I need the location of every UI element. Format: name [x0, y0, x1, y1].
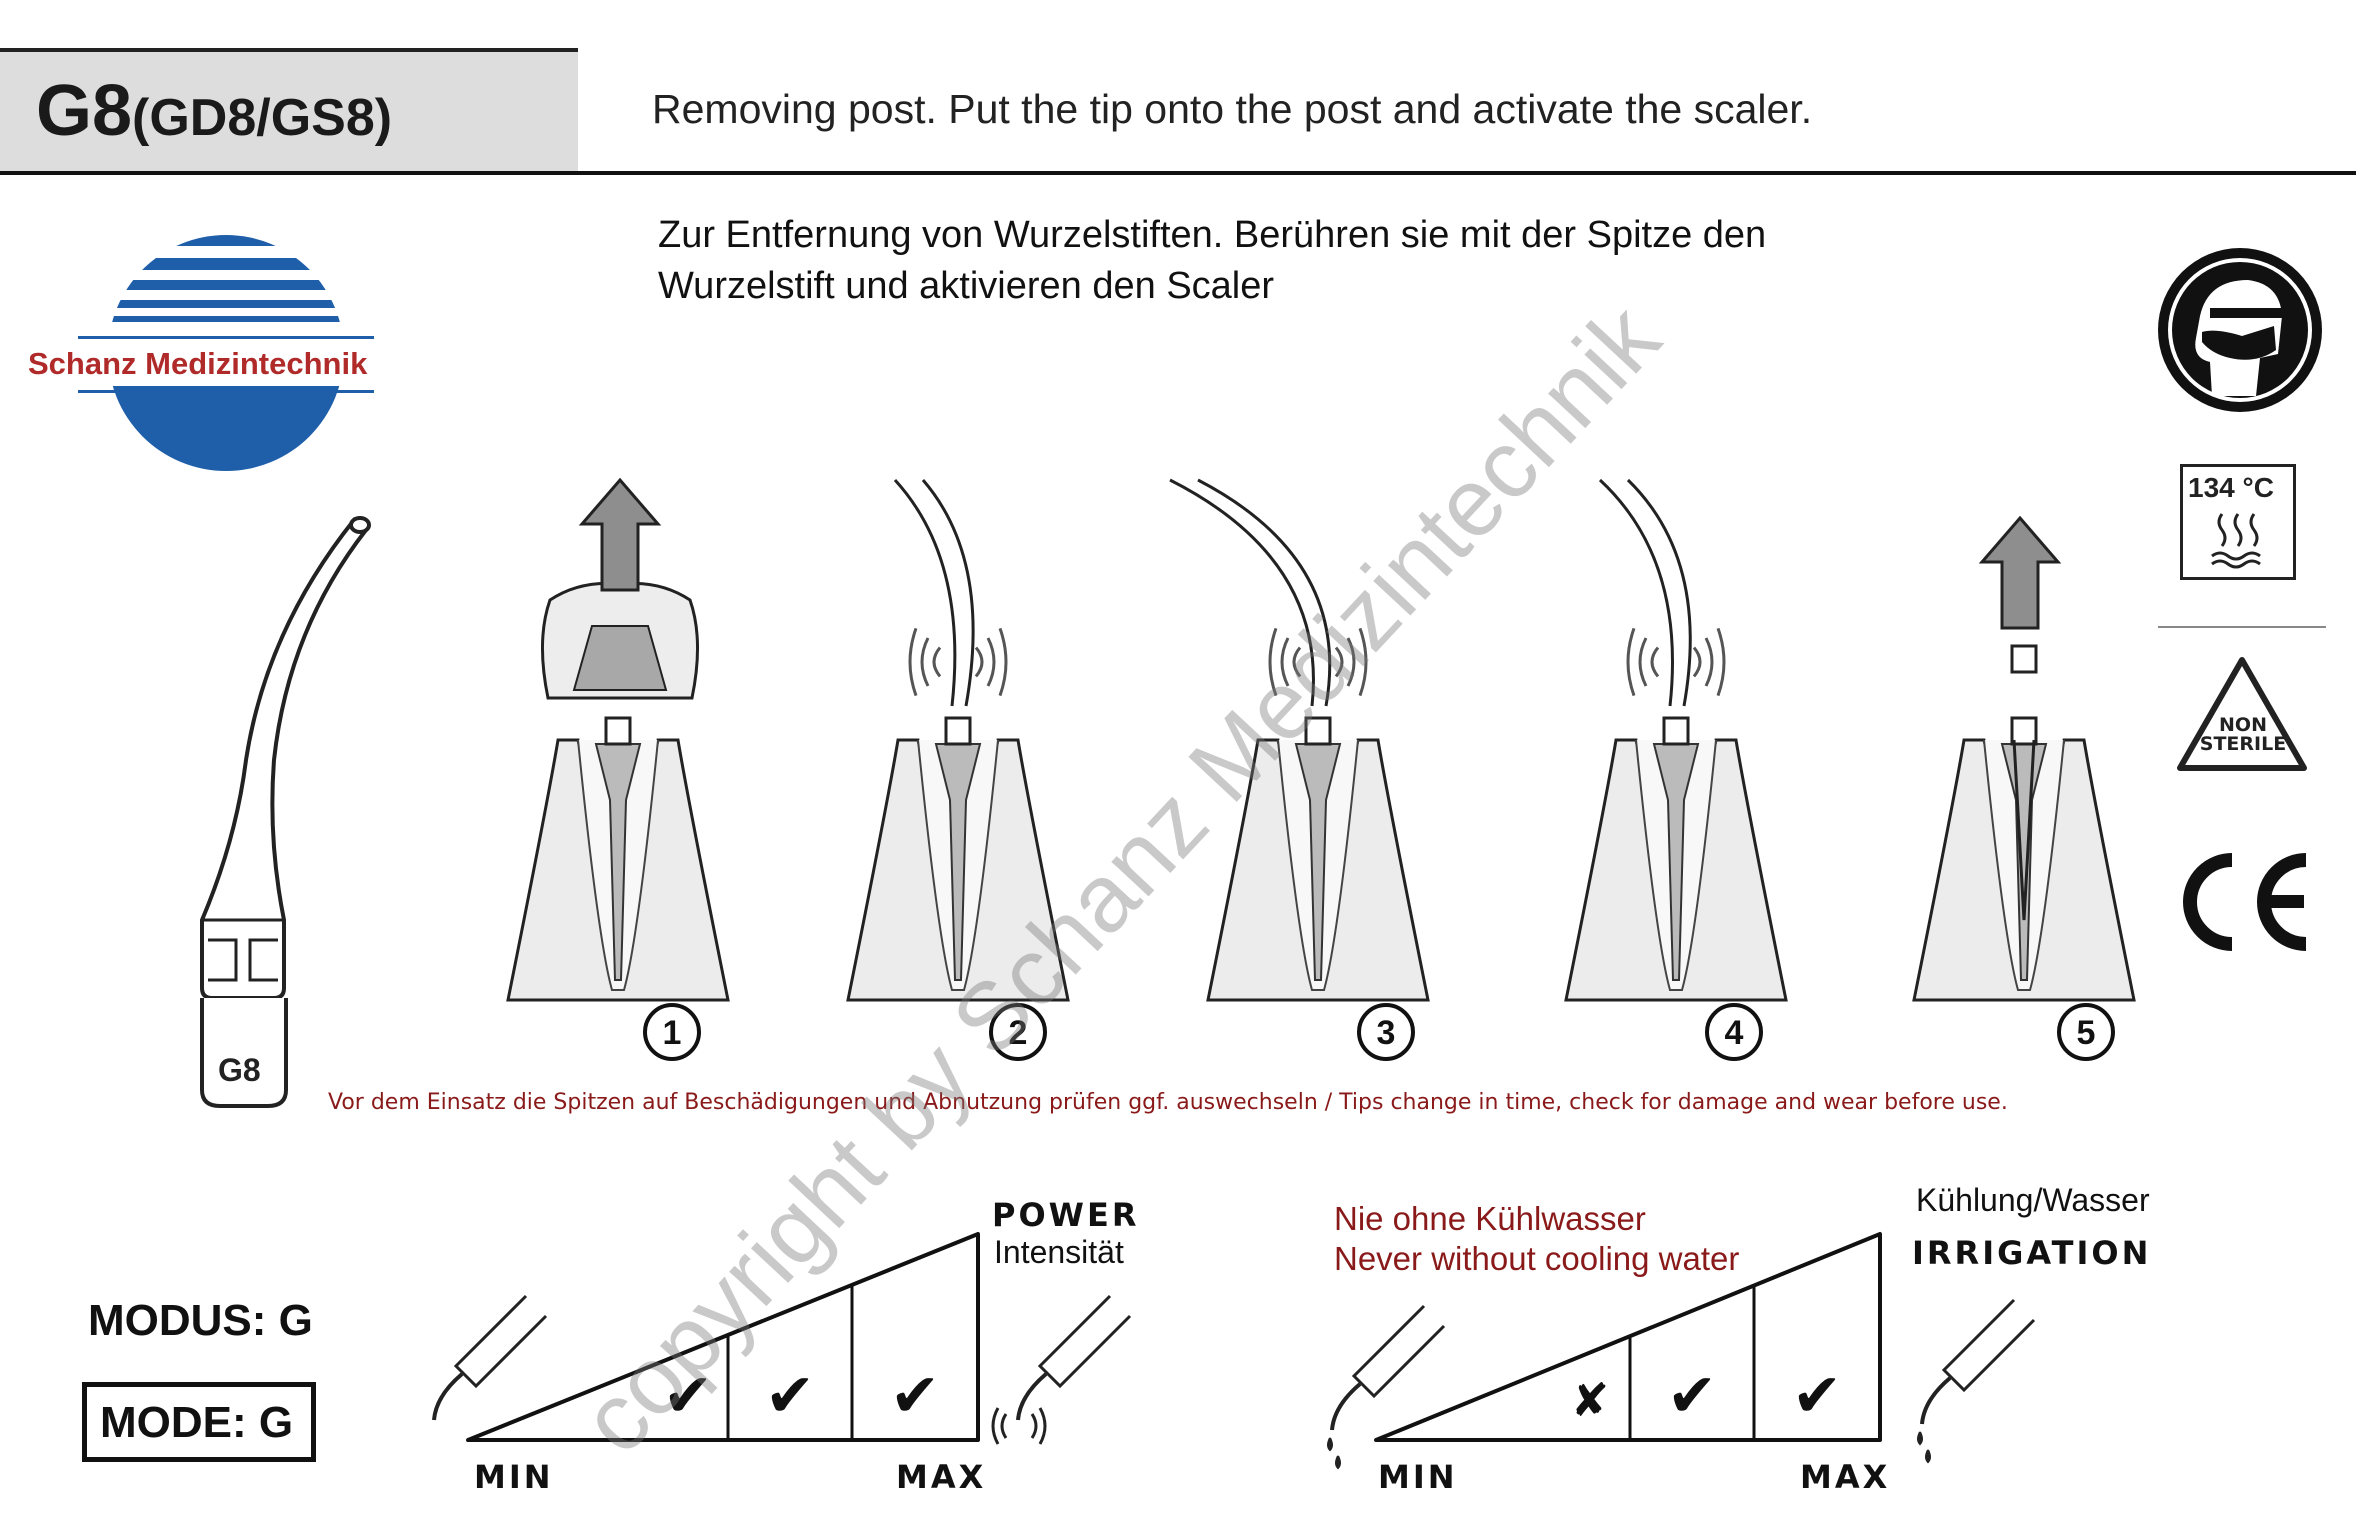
power-level-2-mark: ✔	[765, 1361, 815, 1431]
instruction-de-line1: Zur Entfernung von Wurzelstiften. Berühr…	[658, 214, 1767, 256]
handpiece-irrigation-min-water-drops	[1327, 1437, 1341, 1470]
brand-logo	[78, 235, 374, 471]
handpiece-irrigation-min	[1330, 1304, 1446, 1431]
mask-required-icon	[2158, 248, 2322, 412]
power-title: POWER	[992, 1196, 1140, 1234]
vibration-right-3-3	[1358, 627, 1368, 697]
power-level-3-mark: ✔	[890, 1361, 940, 1431]
irrigation-level-2-mark: ✔	[1667, 1361, 1717, 1431]
power-scale: ✔ ✔ ✔	[432, 1232, 1132, 1445]
vibration-right-4-3	[1716, 627, 1726, 697]
vibration-right-3-2	[1346, 637, 1356, 687]
vibration-left-4-3	[1626, 627, 1636, 697]
ce-mark-icon	[2183, 853, 2307, 951]
scaler-tip-right-4	[1626, 478, 1692, 707]
step-1-number: 1	[663, 1014, 682, 1052]
vibration-left-3-3	[1268, 627, 1278, 697]
vibration-right-2-2	[986, 637, 996, 687]
vibration-left-4-1	[1650, 646, 1660, 678]
scaler-tip-right-3	[1197, 478, 1332, 707]
post-head-4	[1662, 716, 1690, 746]
steam-icon	[2211, 513, 2261, 569]
vibration-left-2-2	[920, 637, 930, 687]
irrigation-min-label: MIN	[1378, 1458, 1458, 1496]
sterilization-temperature: 134 °C	[2188, 472, 2274, 503]
post-head-3	[1304, 716, 1332, 746]
vibration-left-3-2	[1280, 637, 1290, 687]
vibration-right-4-1	[1692, 646, 1702, 678]
instruction-en: Removing post. Put the tip onto the post…	[652, 86, 1813, 132]
irrigation-level-1-mark: ✘	[1571, 1373, 1610, 1427]
instruction-de-line2: Wurzelstift und aktivieren den Scaler	[658, 265, 1275, 307]
vibration-right-4-2	[1704, 637, 1714, 687]
non-sterile-label: NON STERILE	[2199, 714, 2287, 755]
step-3-circle	[1357, 1003, 1415, 1061]
post-head-2	[944, 716, 972, 746]
extracted-post	[2012, 739, 2036, 921]
mode-box	[82, 1382, 316, 1462]
symbol-divider	[2158, 626, 2326, 628]
irrigation-title-de: Kühlung/Wasser	[1916, 1182, 2150, 1218]
header-rule	[0, 171, 2356, 175]
up-arrow-icon-5	[1978, 515, 2062, 630]
irrigation-level-3-mark: ✔	[1792, 1361, 1842, 1431]
post-3	[1294, 743, 1342, 981]
vibration-right-3-1	[1334, 646, 1344, 678]
brand-name: Schanz Medizintechnik	[28, 346, 368, 381]
step-5-circle	[2057, 1003, 2115, 1061]
handpiece-min	[432, 1294, 548, 1421]
vibration-left-2-3	[908, 627, 918, 697]
scaler-tip-left-2	[893, 478, 957, 707]
step-4-number: 4	[1725, 1014, 1744, 1052]
power-min-label: MIN	[474, 1458, 554, 1496]
tip-label: G8	[218, 1052, 261, 1088]
post-4	[1652, 743, 1700, 981]
model-name: G8	[36, 71, 133, 151]
scaler-tip-left-4	[1598, 478, 1674, 707]
post-1	[594, 743, 642, 981]
title-box	[0, 48, 578, 172]
power-max-label: MAX	[896, 1458, 987, 1496]
tip-wear-warning: Vor dem Einsatz die Spitzen auf Beschädi…	[328, 1090, 2008, 1115]
handpiece-max-vibration	[991, 1407, 1047, 1445]
vibration-left-4-2	[1638, 637, 1648, 687]
step-4-circle	[1705, 1003, 1763, 1061]
scaler-tip-left-3	[1169, 478, 1315, 707]
irrigation-warning-en: Never without cooling water	[1334, 1240, 1740, 1277]
handpiece-irrigation-max-water-drops	[1917, 1431, 1931, 1464]
power-level-1-mark: ✔	[663, 1361, 713, 1431]
post-2	[934, 743, 982, 981]
vibration-right-2-1	[974, 646, 984, 678]
irrigation-title: IRRIGATION	[1912, 1234, 2152, 1272]
vibration-left-2-1	[932, 646, 942, 678]
crown-core	[572, 625, 668, 691]
post-head-5	[2010, 716, 2038, 746]
irrigation-scale: ✘ ✔ ✔	[1327, 1232, 2036, 1470]
step-2-number: 2	[1009, 1014, 1028, 1052]
non-sterile-icon	[2177, 657, 2307, 771]
vibration-right-2-3	[998, 627, 1008, 697]
model-variants: (GD8/GS8)	[132, 89, 393, 147]
vibration-left-3-1	[1292, 646, 1302, 678]
up-arrow-icon-1	[578, 477, 662, 592]
step-5-number: 5	[2077, 1014, 2096, 1052]
irrigation-max-label: MAX	[1800, 1458, 1891, 1496]
step-2-circle	[989, 1003, 1047, 1061]
page-title: G8(GD8/GS8)	[36, 70, 392, 152]
steps-illustration: 1 2 3 4 5	[506, 477, 2136, 1061]
extracted-post-head	[2010, 644, 2038, 674]
handpiece-max	[1016, 1294, 1132, 1421]
power-title-de: Intensität	[994, 1234, 1124, 1270]
temperature-box	[2180, 464, 2296, 580]
post-head-1	[604, 716, 632, 746]
instruction-de: Zur Entfernung von Wurzelstiften. Berühr…	[658, 210, 1958, 312]
handpiece-irrigation-max	[1920, 1298, 2036, 1425]
modus-label: MODUS: G	[88, 1296, 313, 1345]
step-1-circle	[643, 1003, 701, 1061]
scaler-tip-right-2	[921, 479, 975, 707]
scaler-tip-illustration	[200, 516, 371, 1108]
step-3-number: 3	[1377, 1014, 1396, 1052]
mode-label: MODE: G	[100, 1398, 294, 1447]
irrigation-warning-de: Nie ohne Kühlwasser	[1334, 1200, 1646, 1237]
